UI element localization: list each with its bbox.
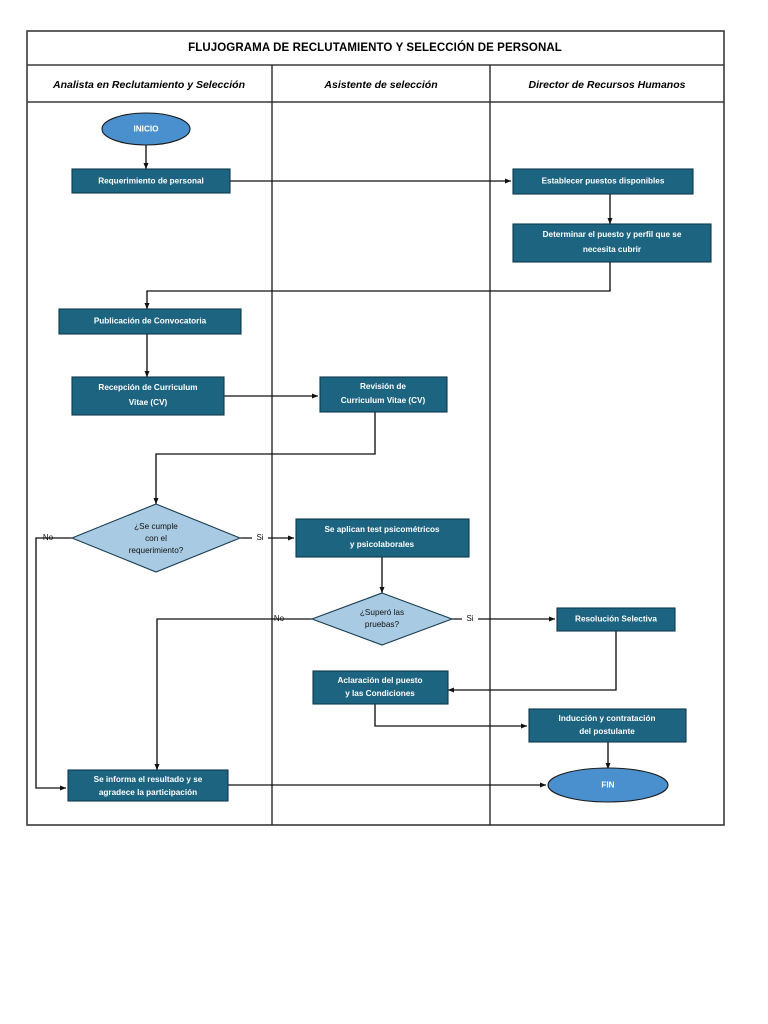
node-recepcion-label-line2: Vitae (CV) xyxy=(129,398,168,407)
node-informa-label-line1: Se informa el resultado y se xyxy=(94,775,203,784)
edge-aclaracion-induccion xyxy=(374,704,528,729)
edge-label-si-1: Si xyxy=(256,533,263,542)
node-decision-requerimiento-line2: con el xyxy=(145,534,167,543)
node-revision[interactable]: Revisión de Curriculum Vitae (CV) xyxy=(319,376,448,413)
node-requerimiento[interactable]: Requerimiento de personal xyxy=(71,168,231,194)
node-publicacion-label: Publicación de Convocatoria xyxy=(94,317,207,326)
node-decision-requerimiento-line1: ¿Se cumple xyxy=(134,522,178,531)
edge-pruebas-no-informa xyxy=(154,618,312,771)
edge-revision-decision xyxy=(153,412,376,505)
node-revision-label-line2: Curriculum Vitae (CV) xyxy=(341,396,426,405)
node-test-label-line1: Se aplican test psicométricos xyxy=(324,525,440,534)
node-determinar-label-line2: necesita cubrir xyxy=(583,245,642,254)
connector-layer: Test --> (left, down) --> Se informa -->… xyxy=(35,145,617,791)
node-induccion-label-line2: del postulante xyxy=(579,727,635,736)
node-establecer[interactable]: Establecer puestos disponibles xyxy=(512,168,694,195)
node-determinar[interactable]: Determinar el puesto y perfil que se nec… xyxy=(512,223,712,263)
edge-label-layer: Si No Si No xyxy=(43,533,474,623)
node-decision-pruebas-line1: ¿Superó las xyxy=(360,608,404,617)
node-induccion[interactable]: Inducción y contratación del postulante xyxy=(528,708,687,743)
node-aclaracion[interactable]: Aclaración del puesto y las Condiciones xyxy=(312,670,449,705)
node-aclaracion-label-line1: Aclaración del puesto xyxy=(337,676,422,685)
node-fin-label: FIN xyxy=(601,781,614,790)
node-decision-pruebas[interactable]: ¿Superó las pruebas? xyxy=(310,592,454,646)
node-determinar-label-line1: Determinar el puesto y perfil que se xyxy=(543,230,682,239)
edge-resolucion-aclaracion xyxy=(447,630,617,693)
node-decision-pruebas-line2: pruebas? xyxy=(365,620,400,629)
node-informa[interactable]: Se informa el resultado y se agradece la… xyxy=(67,769,229,802)
node-inicio[interactable]: INICIO xyxy=(101,112,191,146)
lane-header-director: Director de Recursos Humanos xyxy=(529,79,686,91)
diagram-title: FLUJOGRAMA DE RECLUTAMIENTO Y SELECCIÓN … xyxy=(188,41,562,54)
node-aclaracion-label-line2: y las Condiciones xyxy=(345,689,415,698)
diagram-frame xyxy=(26,30,725,826)
edge-label-no-1: No xyxy=(43,533,54,542)
node-recepcion-label-line1: Recepción de Curriculum xyxy=(98,383,197,392)
node-recepcion[interactable]: Recepción de Curriculum Vitae (CV) xyxy=(71,376,225,416)
node-inicio-label: INICIO xyxy=(133,125,159,134)
edge-decision-no-informa xyxy=(35,537,72,791)
node-publicacion[interactable]: Publicación de Convocatoria xyxy=(58,308,242,335)
node-test[interactable]: Se aplican test psicométricos y psicolab… xyxy=(295,518,470,558)
edge-determinar-publicacion xyxy=(144,262,611,310)
edge-label-no-2: No xyxy=(274,614,285,623)
node-decision-requerimiento-line3: requerimiento? xyxy=(129,546,184,555)
node-fin[interactable]: FIN xyxy=(547,767,669,803)
node-resolucion-label: Resolución Selectiva xyxy=(575,615,657,624)
edge-label-si-2: Si xyxy=(466,614,473,623)
node-establecer-label: Establecer puestos disponibles xyxy=(542,177,665,186)
node-test-label-line2: y psicolaborales xyxy=(350,540,415,549)
node-induccion-label-line1: Inducción y contratación xyxy=(559,714,656,723)
node-informa-label-line2: agradece la participación xyxy=(99,788,197,797)
node-resolucion[interactable]: Resolución Selectiva xyxy=(556,607,676,632)
node-revision-label-line1: Revisión de xyxy=(360,382,406,391)
lane-header-analista: Analista en Reclutamiento y Selección xyxy=(52,79,245,91)
node-decision-requerimiento[interactable]: ¿Se cumple con el requerimiento? xyxy=(70,503,242,573)
lane-header-asistente: Asistente de selección xyxy=(323,79,437,91)
node-requerimiento-label: Requerimiento de personal xyxy=(98,177,204,186)
